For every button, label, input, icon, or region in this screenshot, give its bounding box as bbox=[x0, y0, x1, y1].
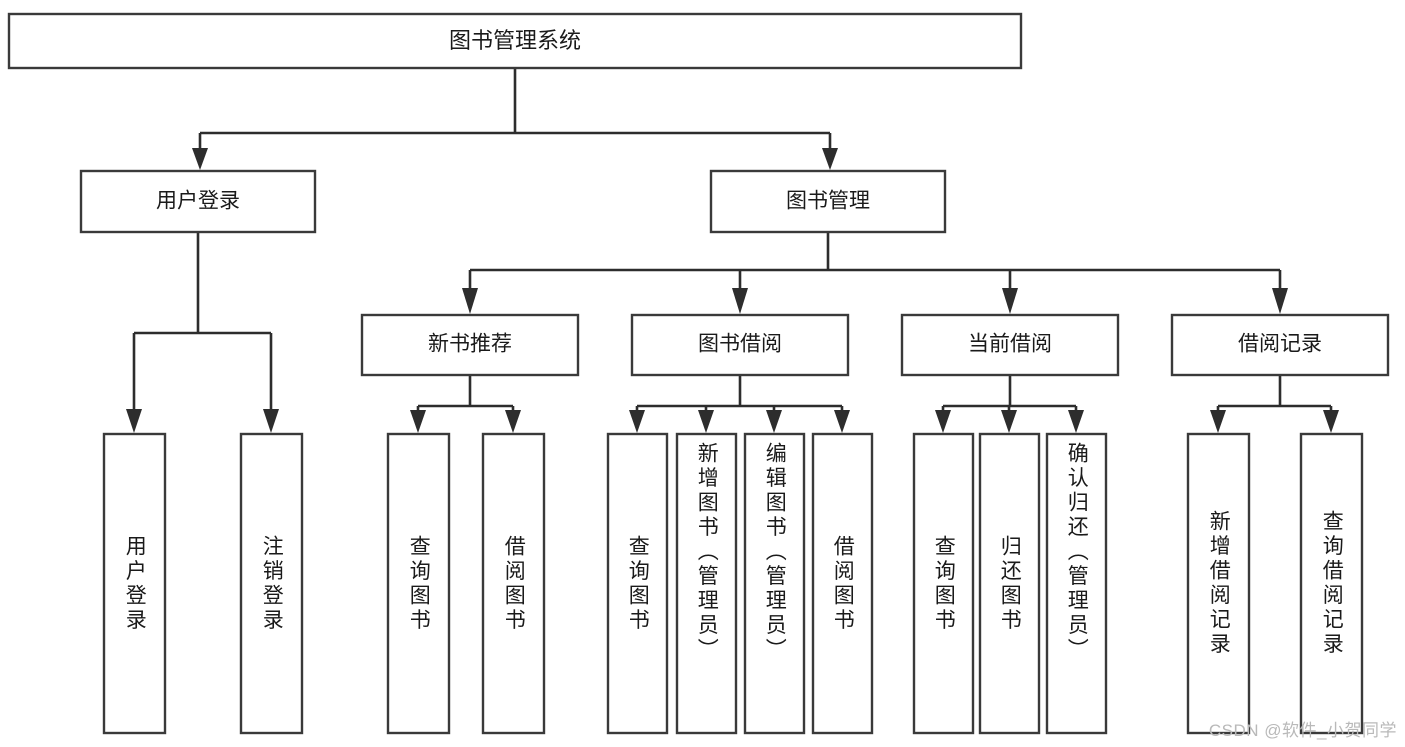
leaf-borrow-book-2-box[interactable] bbox=[811, 432, 874, 735]
node-book-management-box[interactable] bbox=[709, 169, 947, 234]
node-current-borrow-label: 当前借阅 bbox=[968, 333, 1052, 356]
arrow-leaf-borrow-book-1 bbox=[505, 410, 521, 433]
node-borrow-record-label: 借阅记录 bbox=[1238, 333, 1322, 356]
node-new-book-recommend-box[interactable] bbox=[360, 313, 580, 377]
leaf-query-book-2-box[interactable] bbox=[606, 432, 669, 735]
node-borrow-record[interactable]: 借阅记录 bbox=[1170, 313, 1390, 377]
leaf-edit-book-box[interactable] bbox=[743, 432, 806, 735]
leaf-query-record-box[interactable] bbox=[1299, 432, 1364, 735]
connector-group-book-management-children bbox=[462, 233, 1288, 314]
arrow-to-new-book-recommend bbox=[462, 288, 478, 314]
connector-group-root-to-level2 bbox=[192, 69, 838, 170]
node-current-borrow-box[interactable] bbox=[900, 313, 1120, 377]
node-book-borrow-label: 图书借阅 bbox=[698, 333, 782, 356]
node-book-borrow[interactable]: 图书借阅 bbox=[630, 313, 850, 377]
node-root-label: 图书管理系统 bbox=[449, 28, 581, 53]
node-book-borrow-box[interactable] bbox=[630, 313, 850, 377]
arrow-to-user-login bbox=[192, 148, 208, 170]
arrow-leaf-add-book bbox=[698, 410, 714, 433]
arrow-leaf-edit-book bbox=[766, 410, 782, 433]
arrow-leaf-user-logout bbox=[263, 409, 279, 433]
connector-group-new-book-recommend-children bbox=[410, 376, 521, 433]
arrow-leaf-query-book-1 bbox=[410, 410, 426, 433]
arrow-to-book-management bbox=[822, 148, 838, 170]
node-book-management[interactable]: 图书管理 bbox=[709, 169, 947, 234]
arrow-leaf-return-book bbox=[1001, 410, 1017, 433]
leaf-user-logout-box[interactable] bbox=[239, 432, 304, 735]
node-user-login-box[interactable] bbox=[79, 169, 317, 234]
arrow-leaf-query-record bbox=[1323, 410, 1339, 433]
arrow-leaf-query-book-3 bbox=[935, 410, 951, 433]
node-user-login-label: 用户登录 bbox=[156, 190, 240, 213]
arrow-leaf-user-login bbox=[126, 409, 142, 433]
arrow-leaf-query-book-2 bbox=[629, 410, 645, 433]
connector-group-current-borrow-children bbox=[935, 376, 1084, 433]
node-user-login[interactable]: 用户登录 bbox=[79, 169, 317, 234]
leaf-query-book-3-box[interactable] bbox=[912, 432, 975, 735]
leaf-confirm-return-box[interactable] bbox=[1045, 432, 1108, 735]
node-borrow-record-box[interactable] bbox=[1170, 313, 1390, 377]
connector-group-borrow-record-children bbox=[1210, 376, 1339, 433]
leaf-boxes bbox=[102, 432, 1364, 735]
arrow-to-current-borrow bbox=[1002, 288, 1018, 314]
node-new-book-recommend-label: 新书推荐 bbox=[428, 333, 512, 356]
arrow-leaf-confirm-return bbox=[1068, 410, 1084, 433]
node-new-book-recommend[interactable]: 新书推荐 bbox=[360, 313, 580, 377]
arrow-to-book-borrow bbox=[732, 288, 748, 314]
node-root-box[interactable] bbox=[7, 12, 1023, 70]
connector-group-book-borrow-children bbox=[629, 376, 850, 433]
arrow-leaf-add-record bbox=[1210, 410, 1226, 433]
leaf-return-book-box[interactable] bbox=[978, 432, 1041, 735]
connector-group-user-login-children bbox=[126, 233, 279, 433]
arrow-to-borrow-record bbox=[1272, 288, 1288, 314]
arrow-leaf-borrow-book-2 bbox=[834, 410, 850, 433]
leaf-add-record-box[interactable] bbox=[1186, 432, 1251, 735]
watermark-text: CSDN @软件_小贺同学 bbox=[1208, 721, 1397, 740]
leaf-add-book-box[interactable] bbox=[675, 432, 738, 735]
leaf-query-book-1-box[interactable] bbox=[386, 432, 451, 735]
node-root[interactable]: 图书管理系统 bbox=[7, 12, 1023, 70]
node-book-management-label: 图书管理 bbox=[786, 190, 870, 213]
leaf-user-login-box[interactable] bbox=[102, 432, 167, 735]
leaf-borrow-book-1-box[interactable] bbox=[481, 432, 546, 735]
node-current-borrow[interactable]: 当前借阅 bbox=[900, 313, 1120, 377]
